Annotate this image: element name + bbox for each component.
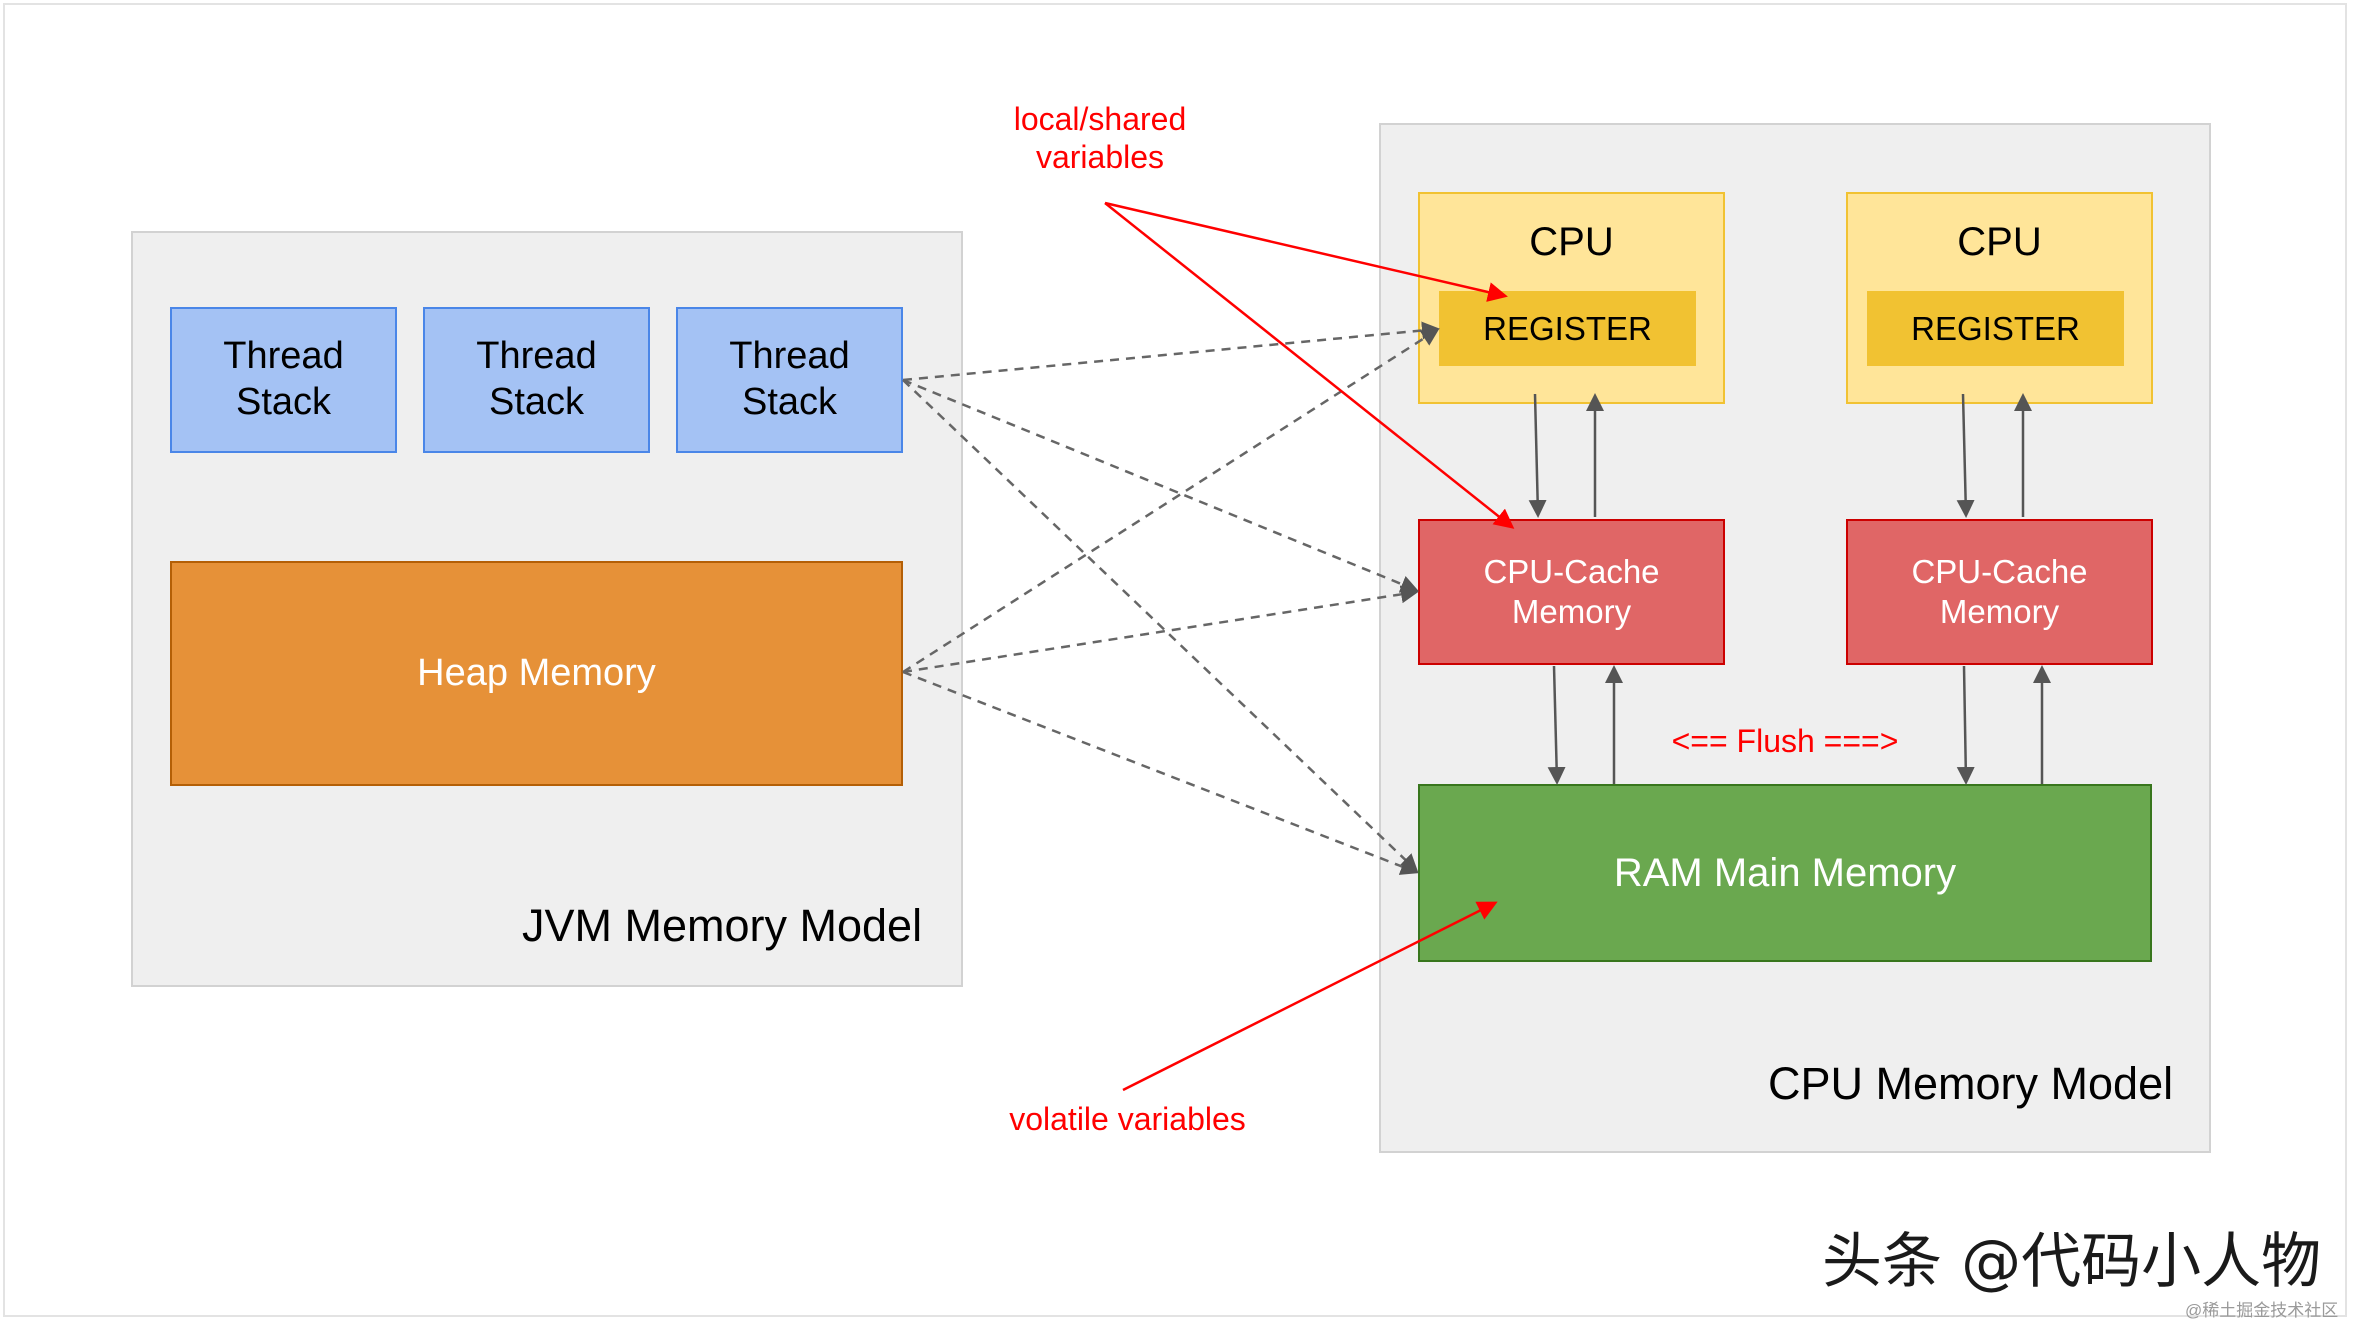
thread-stack-1: Thread Stack — [170, 307, 397, 453]
jvm-memory-model-title: JVM Memory Model — [522, 900, 923, 951]
cpu-cache-memory-1: CPU-Cache Memory — [1418, 519, 1725, 665]
thread-stack-2: Thread Stack — [423, 307, 650, 453]
local-shared-variables-label: local/shared variables — [1013, 101, 1187, 176]
register-1: REGISTER — [1439, 291, 1696, 366]
cpu-memory-model-title: CPU Memory Model — [1768, 1058, 2174, 1109]
ram-main-memory: RAM Main Memory — [1418, 784, 2152, 962]
heap-memory: Heap Memory — [170, 561, 903, 786]
volatile-variables-label: volatile variables — [1009, 1101, 1246, 1137]
watermark-small: @稀土掘金技术社区 — [2185, 1301, 2339, 1320]
thread-stack-3: Thread Stack — [676, 307, 903, 453]
register-2: REGISTER — [1867, 291, 2124, 366]
watermark-main: 头条 @代码小人物 — [1822, 1227, 2322, 1297]
flush-label: <== Flush ===> — [1671, 723, 1899, 759]
slide-frame — [3, 3, 2347, 1317]
cpu-cache-memory-2: CPU-Cache Memory — [1846, 519, 2153, 665]
